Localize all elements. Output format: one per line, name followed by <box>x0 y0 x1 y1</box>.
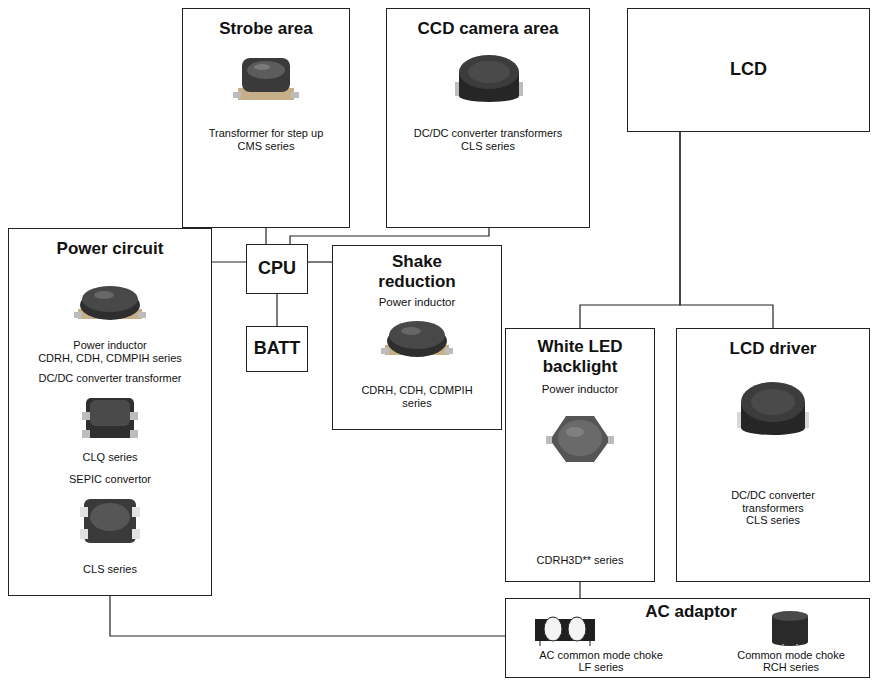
area-heading: Strobe area <box>187 19 345 39</box>
part-caption: CDRH, CDH, CDMPIH series <box>342 384 492 409</box>
part-caption: Common mode choke RCH series <box>726 649 856 673</box>
transformer-photo <box>233 58 299 100</box>
part-caption: Power inductor <box>510 383 650 396</box>
part-caption: DC/DC converter transformer <box>15 372 205 385</box>
choke-photo <box>535 617 595 646</box>
area-heading: Power circuit <box>13 239 207 259</box>
area-heading: LCD <box>632 59 865 80</box>
connector-line <box>680 132 773 328</box>
transformer-photo <box>455 55 523 102</box>
transformer-photo <box>80 499 140 543</box>
part-caption: DC/DC converter transformers CLS series <box>403 127 573 152</box>
connector-line <box>579 582 580 598</box>
transformer-photo <box>737 382 809 435</box>
area-box: White LED backlightPower inductorCDRH3D*… <box>505 328 655 582</box>
area-box: Shake reductionPower inductorCDRH, CDH, … <box>332 245 502 430</box>
connector-line <box>290 228 489 244</box>
connector-line <box>276 294 277 326</box>
area-box: CCD camera areaDC/DC converter transform… <box>386 8 590 228</box>
area-box: LCD <box>627 8 870 132</box>
part-caption: CLS series <box>13 563 207 576</box>
part-caption: DC/DC converter transformers CLS series <box>693 489 853 527</box>
inductor-photo <box>381 321 453 357</box>
part-caption: CLQ series <box>13 451 207 464</box>
area-box: LCD driverDC/DC converter transformers C… <box>676 328 870 582</box>
cpu-box: CPU <box>246 244 308 294</box>
part-caption: SEPIC convertor <box>13 473 207 486</box>
area-box: Power circuitPower inductor CDRH, CDH, C… <box>8 228 212 596</box>
connector-line <box>110 596 505 636</box>
choke-photo <box>772 611 808 646</box>
connector-line <box>308 261 332 262</box>
area-box: AC adaptor AC common mode choke LF series… <box>505 598 870 678</box>
area-heading: AC adaptor <box>611 602 771 622</box>
transformer-photo <box>82 398 138 438</box>
part-caption: CDRH3D** series <box>510 554 650 567</box>
connector-line <box>265 228 266 244</box>
area-heading: Shake reduction <box>337 252 497 291</box>
battery-box: BATT <box>246 326 308 372</box>
part-caption: Transformer for step up CMS series <box>196 127 336 152</box>
part-caption: Power inductor CDRH, CDH, CDMPIH series <box>25 339 195 364</box>
area-heading: CCD camera area <box>391 19 585 39</box>
inductor-photo <box>74 286 146 320</box>
inductor-photo <box>546 416 614 462</box>
area-box: Strobe areaTransformer for step up CMS s… <box>182 8 350 228</box>
block-label: CPU <box>251 258 303 279</box>
part-caption: AC common mode choke LF series <box>526 649 676 673</box>
connector-line <box>212 261 246 262</box>
area-heading: LCD driver <box>681 339 865 359</box>
block-label: BATT <box>251 338 303 359</box>
part-caption: Power inductor <box>337 296 497 309</box>
connector-line <box>580 132 680 328</box>
area-heading: White LED backlight <box>510 337 650 376</box>
